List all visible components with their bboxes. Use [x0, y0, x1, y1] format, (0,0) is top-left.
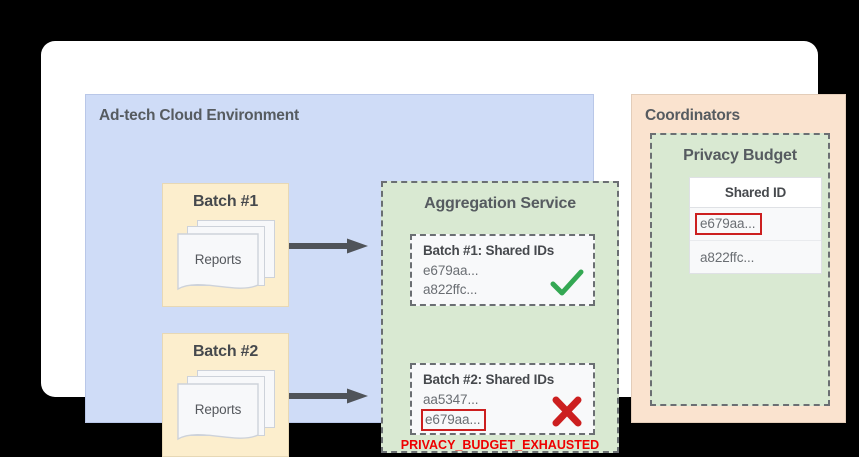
batch-2-reports-label: Reports — [194, 401, 242, 417]
batch-2-shared-id-1: aa5347... — [423, 392, 479, 407]
shared-id-table: Shared ID e679aa... a822ffc... — [689, 177, 822, 274]
adtech-cloud-environment-panel: Ad-tech Cloud Environment Batch #1 Repor… — [85, 94, 619, 457]
diagram-canvas: Ad-tech Cloud Environment Batch #1 Repor… — [41, 41, 846, 457]
batch-1-shared-id-1: e679aa... — [423, 263, 479, 278]
diagram-card: Ad-tech Cloud Environment Batch #1 Repor… — [41, 41, 846, 457]
batch-1-box: Batch #1 Reports — [162, 183, 289, 307]
batch-1-shared-ids-card: Batch #1: Shared IDs e679aa... a822ffc..… — [410, 234, 595, 306]
aggregation-service-title: Aggregation Service — [424, 195, 576, 212]
adtech-panel-title: Ad-tech Cloud Environment — [99, 107, 299, 124]
batch-2-box: Batch #2 Reports — [162, 333, 289, 457]
batch-1-reports-label: Reports — [194, 251, 242, 267]
batch-2-report-stack: Reports — [177, 370, 277, 446]
batch-1-shared-ids-heading: Batch #1: Shared IDs — [423, 243, 555, 258]
privacy-budget-error-text: PRIVACY_BUDGET_EXHAUSTED — [400, 438, 600, 452]
table-row: a822ffc... — [690, 241, 821, 273]
coordinators-panel: Coordinators Privacy Budget Shared ID e6… — [631, 94, 846, 423]
batch-1-title: Batch #1 — [192, 193, 259, 210]
batch-2-shared-ids-card: Batch #2: Shared IDs aa5347... e679aa... — [410, 363, 595, 435]
report-sheet-front-icon — [177, 383, 259, 446]
error-cross-icon — [549, 395, 585, 429]
success-check-icon — [549, 266, 585, 300]
batch-2-title: Batch #2 — [192, 343, 259, 360]
shared-id-value-2: a822ffc... — [700, 249, 755, 265]
batch-2-shared-ids-heading: Batch #2: Shared IDs — [423, 372, 555, 387]
privacy-budget-panel: Privacy Budget Shared ID e679aa... a822f… — [650, 133, 830, 406]
report-sheet-front-icon — [177, 233, 259, 296]
privacy-budget-title: Privacy Budget — [683, 147, 797, 164]
arrow-batch2-to-aggregation-icon — [289, 388, 369, 404]
shared-id-column-header: Shared ID — [690, 178, 821, 208]
table-row: e679aa... — [690, 208, 821, 241]
shared-id-value-1: e679aa... — [695, 212, 763, 236]
batch-1-report-stack: Reports — [177, 220, 277, 296]
coordinators-panel-title: Coordinators — [645, 107, 740, 124]
aggregation-service-panel: Aggregation Service Batch #1: Shared IDs… — [381, 181, 619, 453]
batch-2-shared-id-flagged: e679aa... — [421, 409, 487, 431]
batch-1-shared-id-2: a822ffc... — [423, 282, 478, 297]
arrow-batch1-to-aggregation-icon — [289, 238, 369, 254]
